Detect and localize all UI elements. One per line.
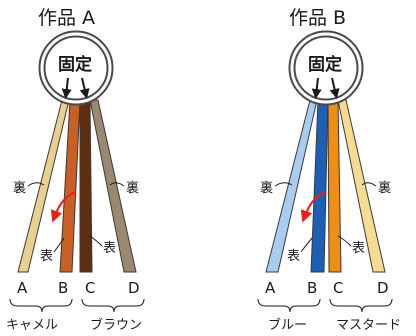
piece-a-title: 作品 A: [38, 7, 95, 29]
front-leader-right: [337, 235, 352, 247]
strap-c-mustard-front: [327, 99, 342, 273]
fixed-label: 固定: [58, 54, 92, 75]
back-leader-left: [27, 182, 45, 187]
letter-d: D: [128, 279, 140, 297]
letter-b: B: [307, 279, 317, 297]
back-leader-right: [109, 182, 125, 187]
fixed-arrow-left: [61, 77, 72, 99]
letter-a: A: [265, 279, 276, 297]
back-label-right: 裏: [126, 181, 139, 196]
front-leader-left: [53, 237, 65, 253]
front-label-left: 表: [40, 249, 53, 264]
strap-a-blue-back: [265, 99, 318, 273]
front-leader-right: [89, 235, 103, 247]
key-ring-highlight: [290, 32, 362, 104]
letter-c: C: [333, 279, 343, 297]
letter-a: A: [17, 279, 28, 297]
back-label-left: 裏: [13, 181, 26, 196]
back-leader-right: [361, 182, 377, 187]
fixed-arrow-right: [329, 77, 340, 99]
front-label-left: 表: [287, 249, 300, 264]
group-label-left: キャメル: [6, 318, 58, 333]
letter-c: C: [85, 279, 95, 297]
key-ring-highlight: [40, 32, 112, 104]
front-leader-left: [300, 237, 313, 253]
fixed-arrow-left: [311, 77, 322, 99]
front-label-right: 表: [352, 241, 365, 256]
strap-c-brown-front: [79, 99, 93, 273]
brace-right: [329, 298, 393, 313]
group-label-left: ブルー: [268, 317, 307, 333]
fixed-label: 固定: [308, 54, 342, 75]
red-arrow: [300, 191, 327, 223]
front-label-right: 表: [103, 241, 116, 256]
letter-d: D: [377, 279, 389, 297]
fixed-arrow-right: [79, 77, 90, 99]
piece-b: 作品 B 固定 裏 裏 表 表 A B C D ブルー マスタード: [257, 7, 401, 333]
group-label-right: ブラウン: [90, 317, 142, 333]
red-arrow: [50, 191, 77, 223]
back-leader-left: [274, 182, 293, 187]
back-label-right: 裏: [378, 181, 391, 196]
group-label-right: マスタード: [336, 318, 401, 333]
strap-b-blue-front: [310, 99, 329, 273]
back-label-left: 裏: [260, 181, 273, 196]
piece-b-title: 作品 B: [289, 7, 346, 29]
brace-left: [9, 298, 73, 313]
brace-right: [81, 298, 145, 313]
brace-left: [257, 298, 321, 313]
letter-b: B: [58, 279, 68, 297]
piece-a: 作品 A 固定 裏 裏 表 表 A B C D キャメル ブラウン: [6, 7, 145, 333]
